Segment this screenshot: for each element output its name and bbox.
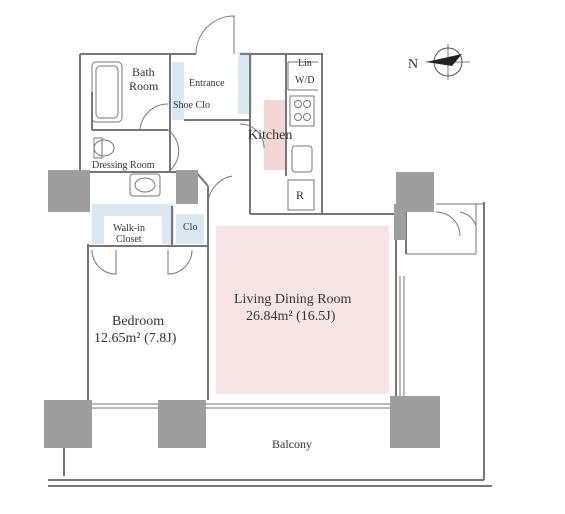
linen-label: Lin [298,58,312,69]
windows [92,276,405,409]
bathtub-icon [91,61,123,123]
closet-fill [176,214,204,244]
compass-rose-icon: N [408,44,470,80]
dressing-room-label: Dressing Room [92,160,155,171]
entrance-label: Entrance [189,78,225,89]
washbasin-icon [129,173,161,197]
walls [48,53,492,487]
kitchen-label: Kitchen [248,128,292,143]
balcony-label: Balcony [272,437,312,451]
walk-in-closet-label-line1: Walk-in [113,223,145,234]
bath-room-label-line1: Bath [132,65,155,79]
living-room-area: 26.84m² (16.5J) [246,309,336,324]
bedroom-area: 12.65m² (7.8J) [94,331,177,346]
linen-fill [238,52,252,114]
sink-icon [291,145,313,173]
walk-in-shelf-top-fill [92,204,174,216]
bedroom-name: Bedroom [112,314,164,329]
door-swings [91,15,484,275]
walk-in-shelf-left-fill [92,216,104,244]
compass-north-label: N [408,57,418,72]
shoe-closet-fill [172,62,184,120]
walk-in-closet-label-line2: Closet [116,234,142,245]
closet-label: Clo [183,222,197,233]
living-dining-fill [216,226,389,394]
shoe-closet-label: Shoe Clo [173,100,210,111]
bath-room-label-line2: Room [129,79,159,93]
stove-icon [289,95,315,127]
utility-dividers [287,61,318,91]
washer-dryer-label: W/D [295,75,314,86]
living-room-name: Living Dining Room [234,292,352,307]
toilet-icon [93,137,115,159]
kitchen-floor-fill [264,100,286,170]
refrigerator-label: R [296,188,304,202]
refrigerator-box [287,179,315,211]
columns [44,170,440,448]
